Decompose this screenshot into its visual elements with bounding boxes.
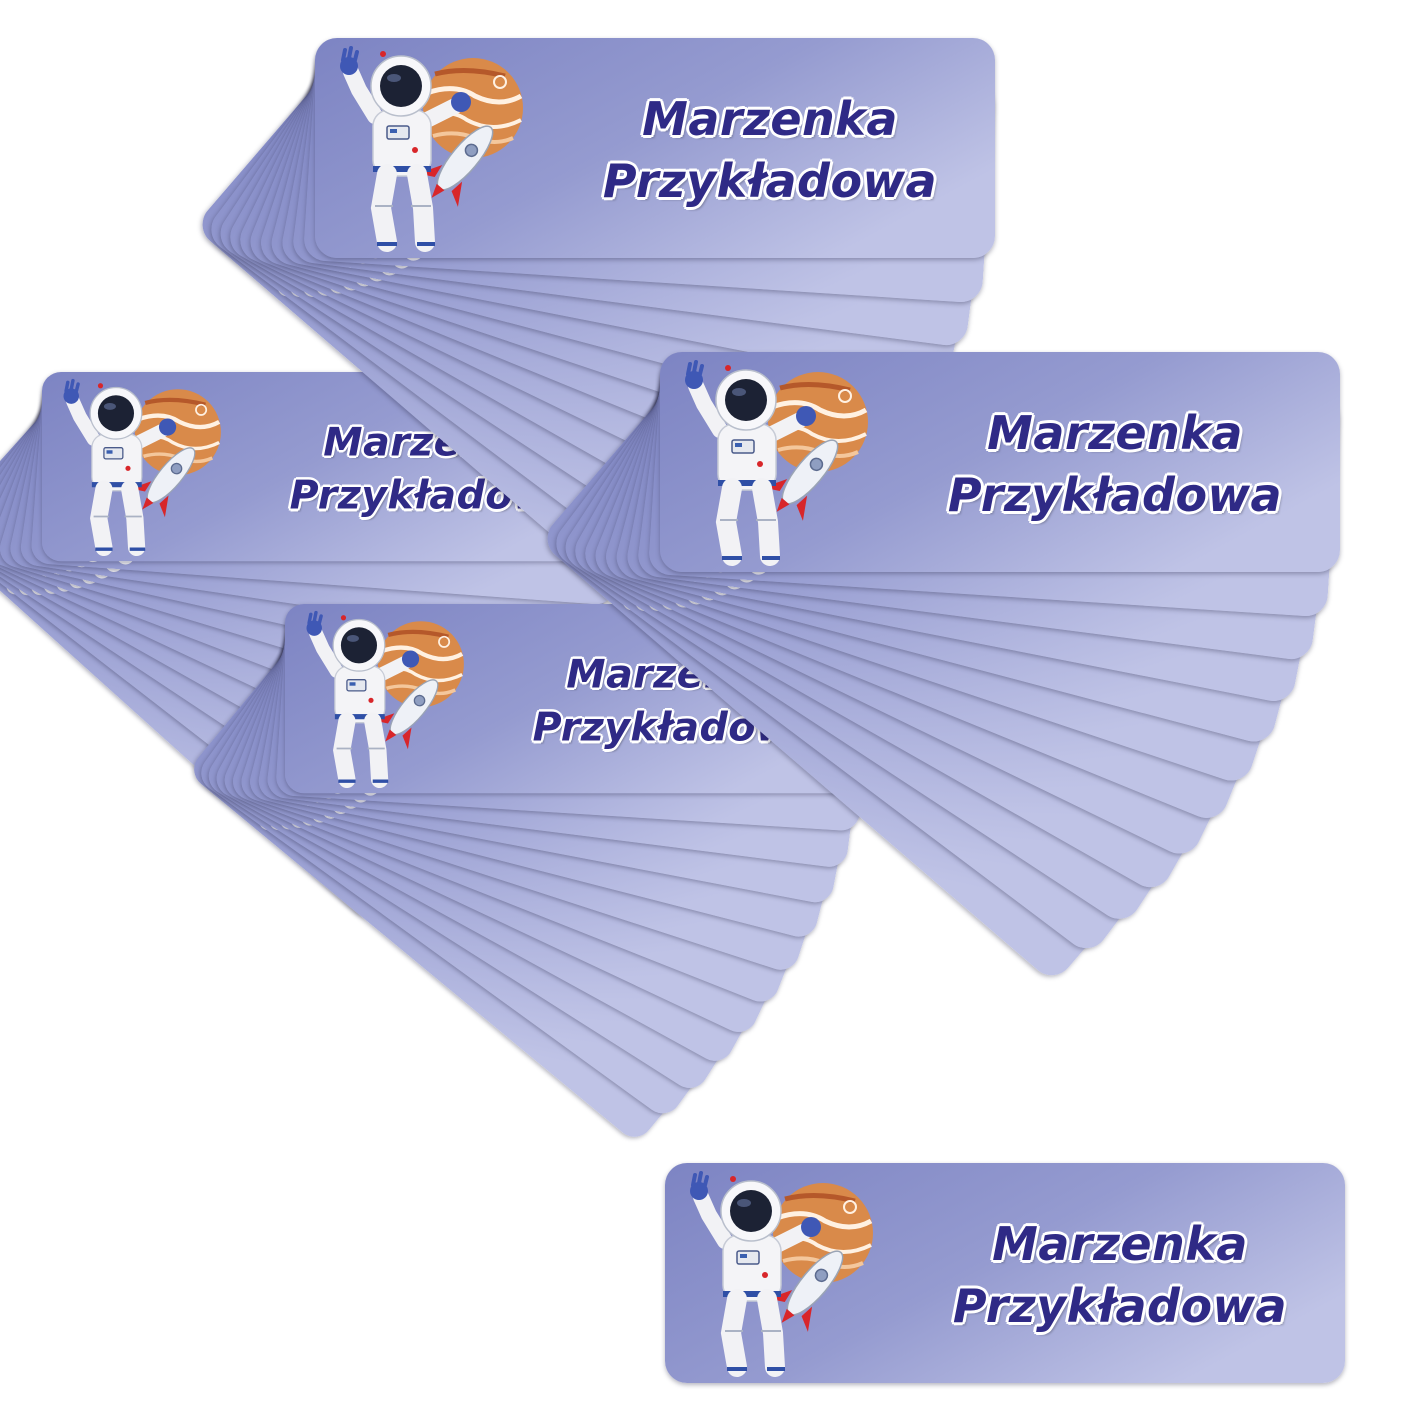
name-label-sticker: Marzenka Przykładowa bbox=[315, 38, 995, 258]
name-label-text: Marzenka Przykładowa bbox=[900, 402, 1330, 526]
space-illustration bbox=[306, 610, 464, 789]
rocket-icon bbox=[763, 439, 839, 521]
planet-icon bbox=[773, 1183, 873, 1283]
name-label-sticker: Marzenka Przykładowa bbox=[660, 352, 1340, 572]
planet-icon bbox=[134, 389, 221, 476]
astronaut-icon bbox=[685, 360, 816, 566]
planet-icon bbox=[768, 372, 868, 472]
last-name: Przykładowa bbox=[602, 154, 938, 208]
last-name: Przykładowa bbox=[947, 468, 1283, 522]
astronaut-icon bbox=[63, 378, 177, 557]
space-illustration bbox=[340, 46, 523, 252]
space-illustration bbox=[685, 360, 868, 566]
first-name: Marzenka bbox=[992, 1217, 1248, 1271]
last-name: Przykładowa bbox=[952, 1279, 1288, 1333]
astronaut-icon bbox=[340, 46, 471, 252]
first-name: Marzenka bbox=[987, 406, 1243, 460]
astronaut-icon bbox=[690, 1171, 821, 1377]
space-illustration bbox=[690, 1171, 873, 1377]
name-label-text: Marzenka Przykładowa bbox=[555, 88, 985, 212]
space-illustration bbox=[63, 378, 221, 557]
name-label-text: Marzenka Przykładowa bbox=[905, 1213, 1335, 1337]
rocket-icon bbox=[418, 125, 494, 207]
first-name: Marzenka bbox=[642, 92, 898, 146]
name-label-sticker: Marzenka Przykładowa bbox=[665, 1163, 1345, 1383]
astronaut-icon bbox=[306, 610, 420, 789]
